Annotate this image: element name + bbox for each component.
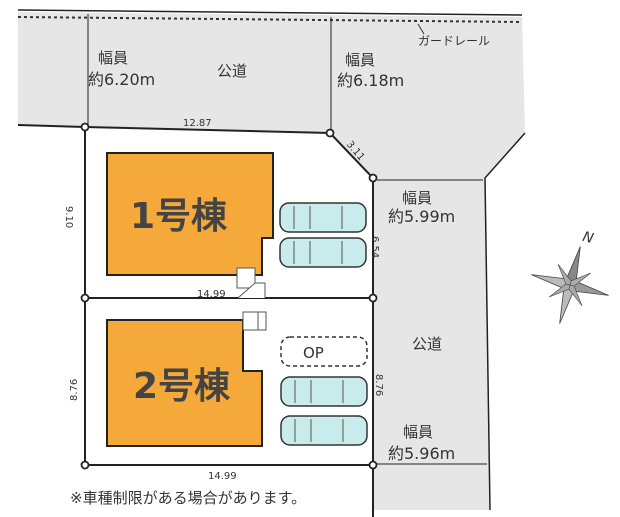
guardrail-label: ガードレール xyxy=(418,34,490,48)
north-road-width-label-2: 幅員 xyxy=(345,51,375,69)
building-1-label: 1号棟 xyxy=(130,196,228,237)
north-road-width-value-1: 約6.20m xyxy=(88,70,155,89)
parking-spaces xyxy=(279,202,368,446)
east-road-name: 公道 xyxy=(412,335,442,353)
road-area xyxy=(18,12,525,510)
parking-space-2b xyxy=(280,415,368,446)
east-road-width-value-2: 約5.96m xyxy=(388,444,455,463)
dimension-lot2-right: 8.76 xyxy=(373,374,384,396)
dimension-lot2-left: 8.76 xyxy=(69,379,80,401)
width-arrows xyxy=(87,14,487,465)
dimension-top: 12.87 xyxy=(183,118,212,129)
vehicle-restriction-note: ※車種制限がある場合があります。 xyxy=(70,489,306,507)
parking-space-2a xyxy=(280,376,368,407)
parking-space-1b xyxy=(279,237,367,268)
north-road-width-label-1: 幅員 xyxy=(98,49,128,67)
entrance-steps xyxy=(236,267,267,331)
east-road-width-label-2: 幅員 xyxy=(403,423,433,441)
parking-space-optional xyxy=(280,336,368,367)
building-2-label: 2号棟 xyxy=(133,366,231,407)
north-road-width-value-2: 約6.18m xyxy=(337,71,404,90)
guardrail-pointer xyxy=(417,23,425,35)
east-road-width-label-1: 幅員 xyxy=(402,189,432,207)
dimension-lot1-right: 6.54 xyxy=(369,236,380,258)
road-top-edge xyxy=(17,9,523,16)
optional-parking-label: OP xyxy=(303,344,324,362)
road-east-edge xyxy=(484,132,526,511)
guardrail-line xyxy=(17,16,523,23)
dimension-lot1-left: 9.10 xyxy=(63,206,74,228)
building-1[interactable] xyxy=(106,152,274,276)
boundary-markers xyxy=(80,122,378,470)
parking-space-1a xyxy=(279,202,367,233)
dimension-lot2-bottom: 14.99 xyxy=(208,471,237,482)
north-road-name: 公道 xyxy=(217,62,247,80)
compass-rose-icon xyxy=(531,246,609,324)
compass-north-label: N xyxy=(581,229,596,247)
east-road-width-value-1: 約5.99m xyxy=(388,207,455,226)
dimension-lot1-bottom: 14.99 xyxy=(197,289,226,300)
